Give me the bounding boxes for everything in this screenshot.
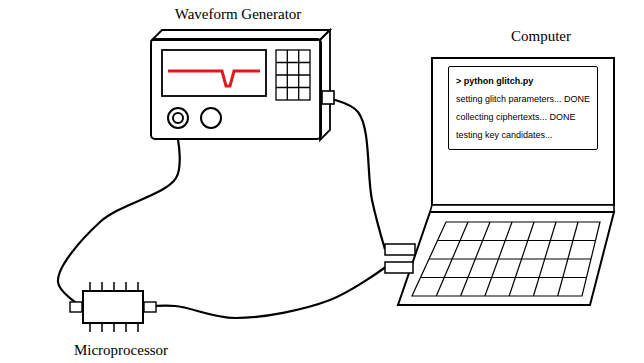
knob xyxy=(201,108,221,128)
microprocessor-chip: Microprocessor xyxy=(82,290,144,324)
bnc-connector xyxy=(173,113,183,123)
computer: > python glitch.pysetting glitch paramet… xyxy=(385,55,617,310)
terminal-line: > python glitch.py xyxy=(456,72,590,90)
cable-plug xyxy=(385,244,415,255)
glitch-waveform xyxy=(168,71,260,86)
cable xyxy=(144,268,385,319)
laptop-hinge xyxy=(430,205,614,212)
bnc-connector xyxy=(168,108,188,128)
terminal-line: collecting ciphertexts... DONE xyxy=(456,108,590,126)
waveform-generator: Waveform Generator xyxy=(150,38,322,140)
terminal-line: setting glitch parameters... DONE xyxy=(456,90,590,108)
device-label: Computer xyxy=(511,28,571,45)
generator-screen xyxy=(162,50,266,96)
keypad xyxy=(276,50,310,100)
device-label: Microprocessor xyxy=(74,342,168,359)
probe-clip xyxy=(70,302,82,312)
usb-port xyxy=(322,91,334,104)
terminal-line: testing key candidates... xyxy=(456,126,590,144)
keyboard xyxy=(412,222,600,296)
cable xyxy=(58,140,180,307)
laptop-lid xyxy=(432,58,614,205)
device-label: Waveform Generator xyxy=(175,6,302,23)
cable xyxy=(322,97,385,250)
laptop-base xyxy=(398,212,614,305)
probe-clip xyxy=(144,302,156,312)
cable-plug xyxy=(385,262,413,273)
terminal-screen: > python glitch.pysetting glitch paramet… xyxy=(448,66,598,150)
